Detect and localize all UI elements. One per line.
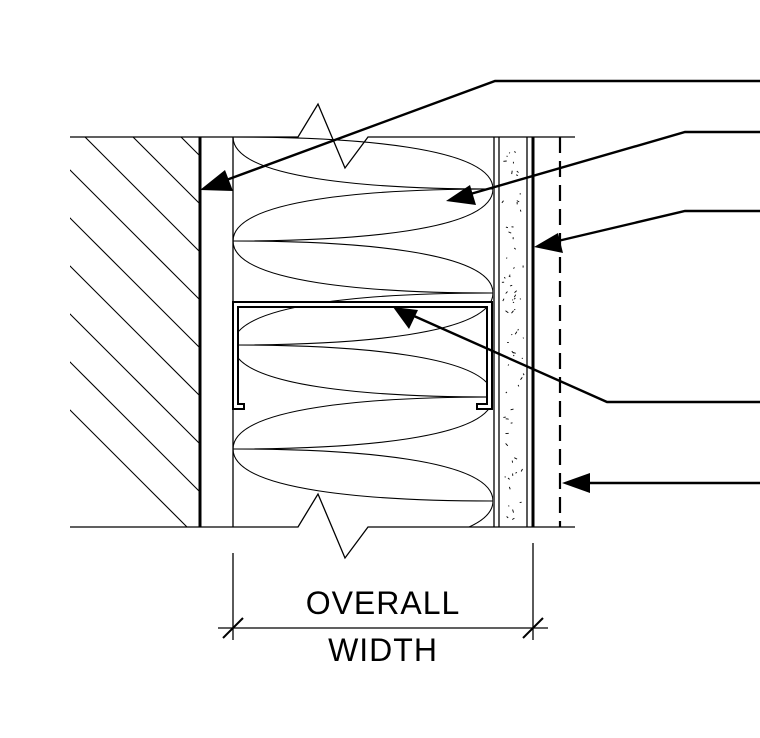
speckle xyxy=(511,299,514,301)
speckle xyxy=(513,297,516,300)
speckle xyxy=(511,170,513,175)
hatch-line xyxy=(661,137,760,527)
steel-channel xyxy=(232,301,493,410)
speckle xyxy=(517,384,520,387)
batt-loop xyxy=(233,448,493,527)
hatch-line xyxy=(613,137,760,527)
hatch-line xyxy=(709,137,760,527)
speckle xyxy=(505,226,509,229)
hatch-line xyxy=(84,137,199,252)
leader-2 xyxy=(446,130,760,205)
batt-loop xyxy=(233,137,493,190)
speckle xyxy=(513,267,515,269)
speckle xyxy=(512,509,514,513)
speckle xyxy=(520,377,523,380)
speckle xyxy=(511,310,514,314)
speckle xyxy=(520,468,523,472)
speckle xyxy=(510,408,514,411)
hatch-line xyxy=(70,313,199,444)
leader-1 xyxy=(200,79,760,191)
speckle xyxy=(503,276,506,279)
batt-loop xyxy=(233,344,493,450)
speckle xyxy=(517,328,519,331)
hatch-line xyxy=(325,137,715,527)
speckle xyxy=(519,298,522,300)
batt-loop xyxy=(233,292,493,398)
hatch-line xyxy=(70,169,199,300)
leader-3 xyxy=(534,209,760,253)
speckle xyxy=(507,477,510,480)
hatch-line xyxy=(469,137,760,527)
hatch-line xyxy=(373,137,760,527)
speckle xyxy=(505,291,508,294)
speckle xyxy=(521,357,524,359)
speckle xyxy=(515,472,518,474)
overall-width-dimension xyxy=(218,543,548,640)
speckle xyxy=(501,200,504,204)
hatch-line xyxy=(70,265,199,396)
speckle xyxy=(509,284,513,287)
speckle xyxy=(505,391,508,394)
speckle xyxy=(512,354,515,357)
speckle xyxy=(506,516,509,519)
speckle xyxy=(516,170,519,173)
hatch-line xyxy=(70,361,199,492)
speckle xyxy=(508,152,511,154)
speckle xyxy=(522,373,525,376)
hatch-line xyxy=(70,217,199,348)
batt-insulation xyxy=(233,137,493,527)
bottom-break-line xyxy=(70,492,575,560)
batt-loop xyxy=(233,137,493,242)
batt-loop xyxy=(233,240,493,346)
speckle xyxy=(514,457,518,460)
board-speckle xyxy=(501,150,525,520)
speckle xyxy=(519,209,522,212)
batt-loop xyxy=(233,396,493,502)
dimension-label-line1: OVERALL xyxy=(306,585,461,621)
speckle xyxy=(508,486,511,490)
speckle xyxy=(505,443,509,447)
hatch-line xyxy=(517,137,760,527)
speckle xyxy=(514,290,517,293)
speckle xyxy=(515,174,519,176)
hatch-line xyxy=(132,137,199,204)
speckle xyxy=(516,200,520,203)
hatch-line xyxy=(70,409,188,527)
speckle xyxy=(507,364,510,366)
speckle xyxy=(514,150,516,154)
speckle xyxy=(512,351,516,354)
speckle xyxy=(511,517,515,520)
speckle xyxy=(505,310,509,314)
speckle xyxy=(513,294,517,298)
hatch-line xyxy=(180,137,199,156)
leader-5 xyxy=(562,473,760,493)
speckle xyxy=(502,298,505,302)
speckle xyxy=(511,333,513,336)
masonry-hatch xyxy=(70,137,760,527)
speckle xyxy=(513,247,517,250)
leader-4 xyxy=(393,307,760,404)
dimension-label-line2: WIDTH xyxy=(328,632,438,668)
hatch-line xyxy=(565,137,760,527)
batt-loop xyxy=(233,188,493,294)
speckle xyxy=(508,231,512,234)
speckle xyxy=(514,331,518,335)
speckle xyxy=(508,275,511,278)
